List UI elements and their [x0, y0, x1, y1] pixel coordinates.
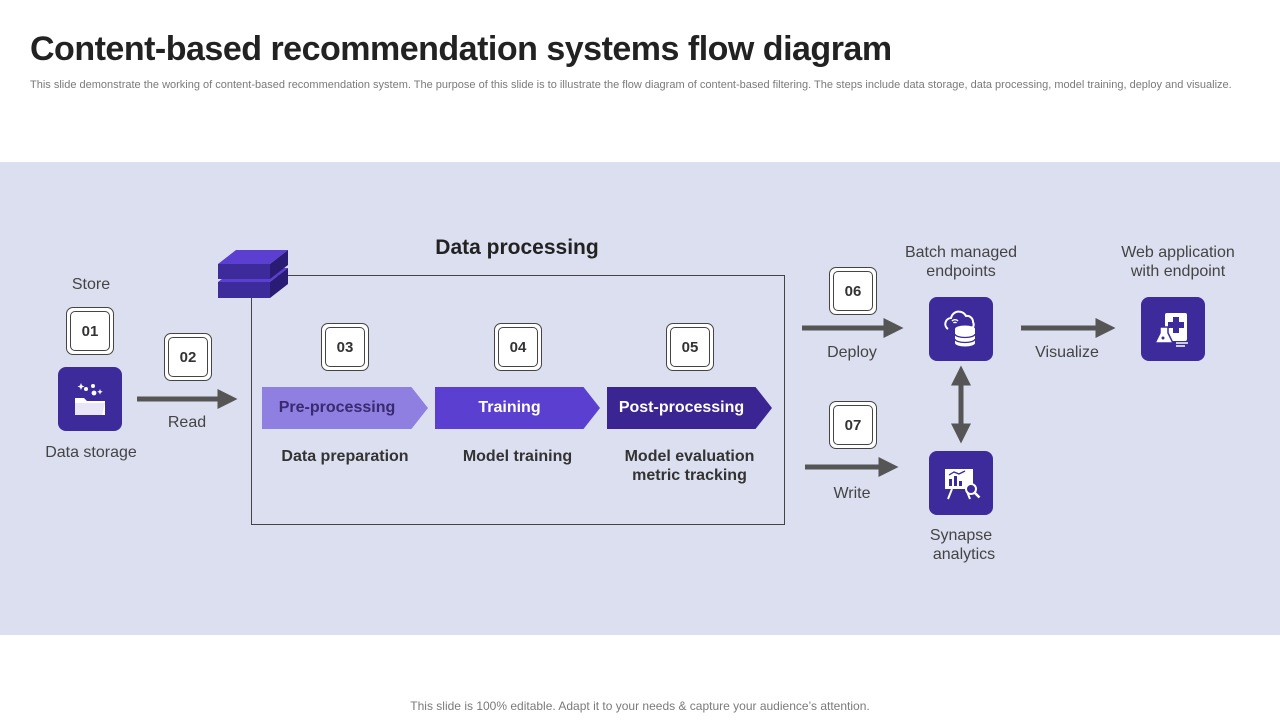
step-06-badge: 06 [829, 267, 877, 315]
step-04-caption: Model training [462, 448, 573, 465]
step-04-badge: 04 [494, 323, 542, 371]
chevron-training: Training [435, 387, 600, 429]
step-03-caption: Data preparation [281, 448, 409, 465]
step-02-number: 02 [168, 337, 208, 377]
web-app-icon-box [1141, 297, 1205, 361]
processing-frame [251, 275, 785, 525]
synapse-label-line2: analytics [932, 546, 996, 563]
step-01-top-label: Store [71, 276, 111, 293]
step-06-label: Deploy [827, 344, 877, 361]
step-05-badge: 05 [666, 323, 714, 371]
step-04-number: 04 [498, 327, 538, 367]
step-01-number: 01 [70, 311, 110, 351]
step-07-number: 07 [833, 405, 873, 445]
chevron-post-processing: Post-processing [607, 387, 772, 429]
web-app-label-line1: Web application [1121, 244, 1235, 261]
cloud-database-icon [944, 310, 976, 347]
batch-endpoints-label-line2: endpoints [926, 263, 996, 280]
step-02-label: Read [167, 414, 207, 431]
layers-icon [218, 250, 288, 298]
batch-endpoints-icon-box [929, 297, 993, 361]
visualize-label: Visualize [1035, 344, 1099, 361]
slide-title: Content-based recommendation systems flo… [30, 30, 892, 68]
slide-footer: This slide is 100% editable. Adapt it to… [410, 699, 870, 713]
data-storage-icon-box [58, 367, 122, 431]
step-03-number: 03 [325, 327, 365, 367]
synapse-icon-box [929, 451, 993, 515]
medical-report-icon [1153, 313, 1188, 347]
step-05-caption-line1: Model evaluation [624, 448, 755, 465]
processing-title: Data processing [435, 236, 599, 259]
step-06-number: 06 [833, 271, 873, 311]
step-05-number: 05 [670, 327, 710, 367]
batch-endpoints-label-line1: Batch managed [904, 244, 1018, 261]
step-01-bottom-label: Data storage [45, 444, 137, 461]
chevron-pre-processing: Pre-processing [262, 387, 428, 429]
slide-subtitle: This slide demonstrate the working of co… [30, 79, 1232, 91]
step-03-badge: 03 [321, 323, 369, 371]
step-02-badge: 02 [164, 333, 212, 381]
step-07-label: Write [833, 485, 871, 502]
analytics-board-icon [945, 469, 981, 500]
folder-icon [75, 383, 105, 415]
step-01-badge: 01 [66, 307, 114, 355]
step-05-caption-line2: metric tracking [632, 467, 747, 484]
synapse-label-line1: Synapse [929, 527, 993, 544]
web-app-label-line2: with endpoint [1130, 263, 1226, 280]
step-07-badge: 07 [829, 401, 877, 449]
